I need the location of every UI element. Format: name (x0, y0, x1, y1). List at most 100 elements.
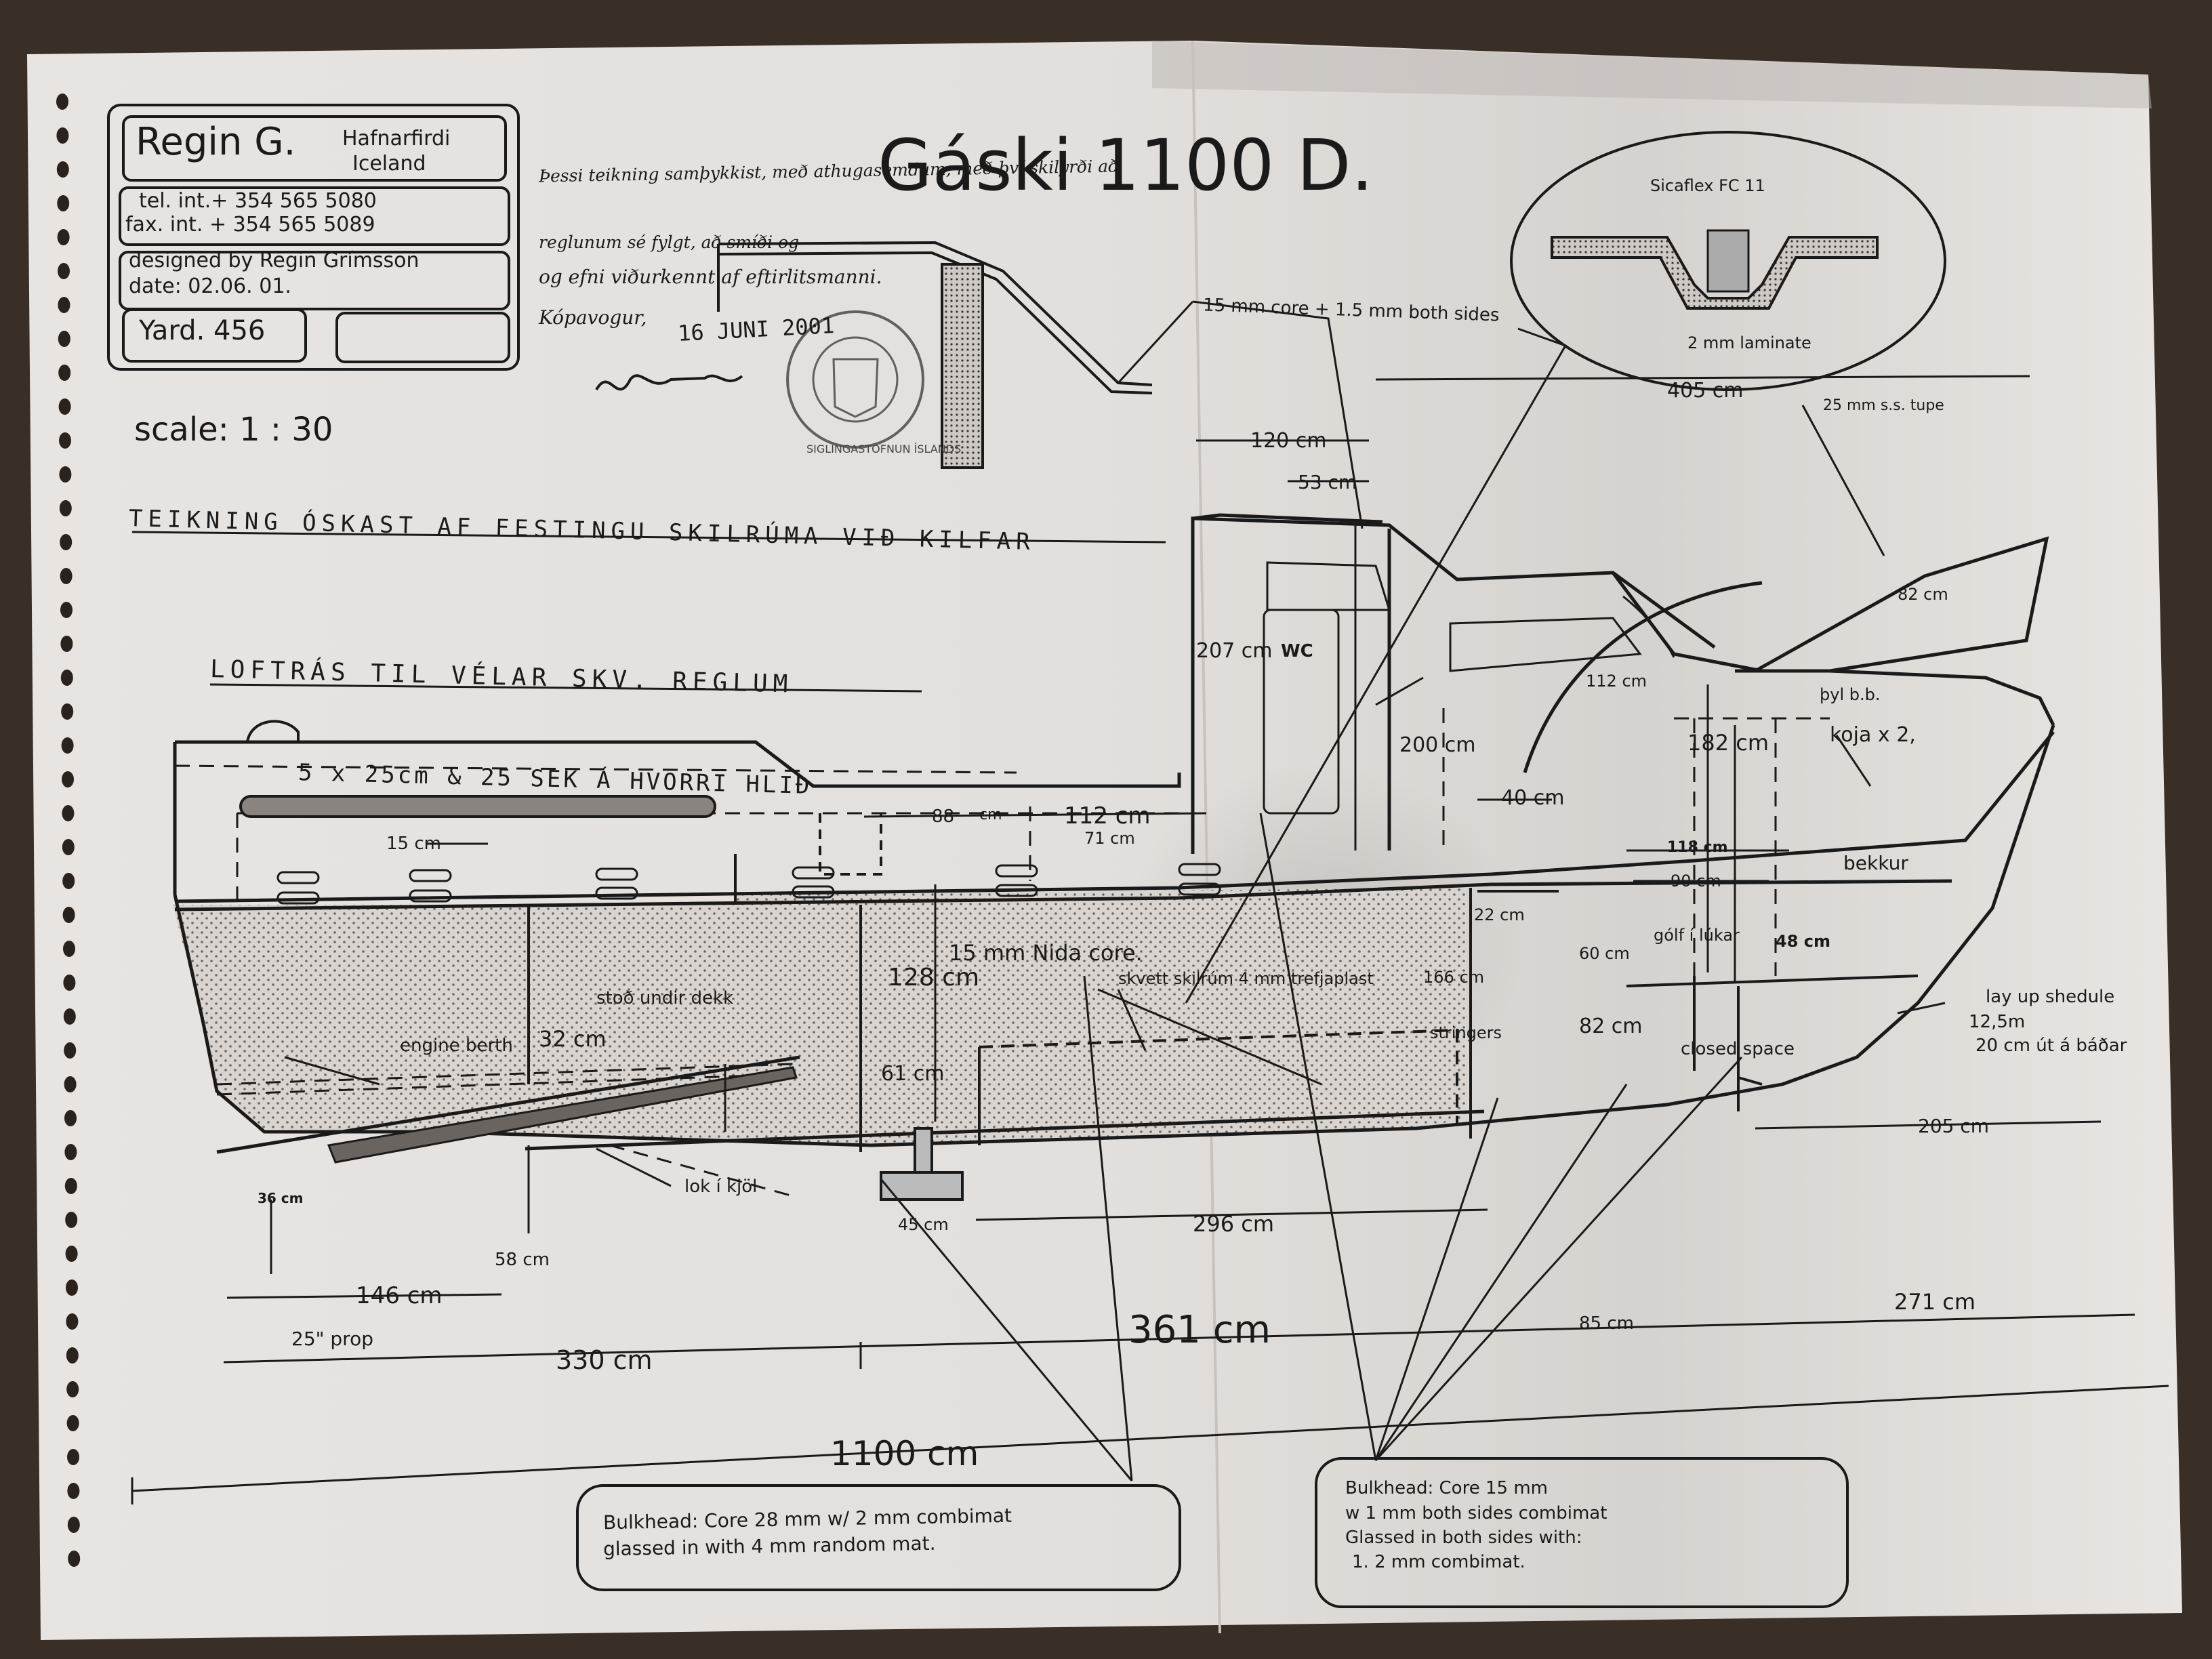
approval-line-3: og efni viðurkennt af eftirlitsmanni. (539, 266, 882, 288)
dim-128: 128 cm (888, 964, 980, 991)
perforation-hole (57, 229, 70, 245)
vent-opening (792, 866, 835, 880)
vent-opening (409, 869, 452, 882)
designed-by: designed by Regin Grímsson (129, 249, 419, 272)
design-date: date: 02.06. 01. (129, 274, 291, 298)
bulkhead-note-1-line-2: glassed in with 4 mm random mat. (602, 1532, 936, 1561)
dim-271: 271 cm (1894, 1289, 1976, 1315)
perforation-hole (62, 907, 75, 923)
deck-vents (276, 863, 1221, 905)
perforation-hole (56, 127, 69, 144)
hull-bilge-fill (173, 888, 1467, 1145)
perforation-hole (62, 771, 74, 787)
perforation-hole (58, 297, 70, 313)
prop-shaft (327, 1066, 798, 1164)
label-engine-berth: engine berth (400, 1036, 513, 1056)
dim-15: 15 cm (386, 834, 441, 854)
dim-32: 32 cm (539, 1026, 607, 1052)
drawing-scale: scale: 1 : 30 (134, 411, 333, 449)
dim-1100: 1100 cm (830, 1434, 979, 1473)
perforation-hole (59, 466, 72, 483)
dim-296: 296 cm (1193, 1211, 1275, 1237)
company-box (122, 115, 507, 182)
bulkhead-note-2-line-3: Glassed in both sides with: (1345, 1528, 1582, 1548)
label-splash-bulkhead: skvett skilrúm 4 mm trefjaplast (1118, 969, 1374, 988)
perforation-hole (66, 1381, 79, 1397)
perforation-hole (56, 94, 68, 110)
vent-opening (409, 889, 452, 903)
perforation-hole (62, 805, 75, 821)
dim-361: 361 cm (1128, 1308, 1271, 1352)
perforation-hole (58, 398, 71, 415)
company-city: Hafnarfirdi (342, 127, 451, 150)
perforation-hole (63, 941, 75, 957)
label-propeller: 25" prop (291, 1328, 373, 1350)
bulkhead-note-2-line-4: 1. 2 mm combimat. (1352, 1552, 1525, 1572)
perforation-hole (64, 1110, 77, 1126)
dim-82: 82 cm (1579, 1015, 1643, 1038)
vent-opening (1178, 882, 1221, 896)
contact-box (119, 186, 510, 246)
perforation-hole (56, 161, 69, 178)
label-closed-space: closed space (1681, 1039, 1795, 1059)
dim-166: 166 cm (1423, 968, 1485, 987)
designer-box (119, 251, 510, 310)
vent-opening (995, 884, 1038, 897)
dim-60: 60 cm (1579, 944, 1630, 963)
stamp-text: SIGLINGASTOFNUN ÍSLANDS (806, 443, 962, 455)
dim-207: 207 cm (1196, 639, 1273, 663)
perforation-hole (64, 1042, 77, 1059)
dim-22: 22 cm (1474, 905, 1525, 924)
approval-stamp (786, 310, 924, 449)
dim-205: 205 cm (1918, 1115, 1990, 1137)
handwritten-underlines (131, 531, 1166, 693)
perforation-hole (65, 1212, 78, 1228)
dim-45: 45 cm (898, 1215, 949, 1234)
company-name: Regin G. (136, 120, 296, 164)
label-forepeak-floor: gólf í lúkar (1654, 926, 1740, 945)
perforation-hole (66, 1415, 79, 1431)
perforation-hole (67, 1449, 79, 1465)
dim-90: 90 cm (1671, 872, 1721, 890)
dim-330: 330 cm (556, 1345, 653, 1375)
dim-71: 71 cm (1084, 829, 1135, 848)
empty-box (335, 312, 510, 363)
perforation-hole (63, 1008, 76, 1025)
perforation-holes (56, 94, 81, 1567)
drawing-title: Gáski 1100 D. (878, 124, 1374, 207)
dim-48: 48 cm (1776, 932, 1830, 951)
perforation-hole (57, 195, 70, 211)
vent-opening (995, 864, 1038, 878)
vent-opening (595, 867, 638, 881)
perforation-hole (60, 534, 73, 550)
dimension-lines (131, 375, 2169, 1504)
perforation-hole (62, 839, 75, 855)
bulkhead-note-1 (576, 1484, 1181, 1591)
dim-82-top: 82 cm (1898, 585, 1948, 604)
leader-lines (284, 300, 1946, 1481)
vent-opening (276, 891, 320, 905)
perforation-hole (58, 331, 70, 347)
perforation-hole (64, 1144, 77, 1160)
perforation-hole (67, 1517, 80, 1533)
label-layup-2: 12,5m (1969, 1012, 2026, 1032)
perforation-hole (63, 975, 76, 991)
label-laminate: 2 mm laminate (1687, 333, 1811, 352)
perforation-hole (65, 1246, 78, 1262)
perforation-hole (61, 703, 74, 720)
interior-frames (527, 813, 1919, 1152)
dim-118: 118 cm (1667, 839, 1728, 856)
bulkhead-note-2 (1315, 1457, 1849, 1608)
perforation-hole (59, 432, 71, 449)
dim-53: 53 cm (1298, 471, 1357, 493)
perforation-hole (60, 568, 73, 584)
bulkhead-joint-detail (717, 241, 1153, 469)
label-bulkhead-port: þyl b.b. (1820, 685, 1881, 704)
company-country: Iceland (352, 152, 426, 176)
bulkhead-note-2-line-1: Bulkhead: Core 15 mm (1345, 1478, 1548, 1498)
yard-box (122, 308, 307, 363)
yard-number: Yard. 456 (139, 315, 266, 346)
vent-opening (595, 886, 638, 900)
sealant-detail (1510, 131, 1946, 391)
